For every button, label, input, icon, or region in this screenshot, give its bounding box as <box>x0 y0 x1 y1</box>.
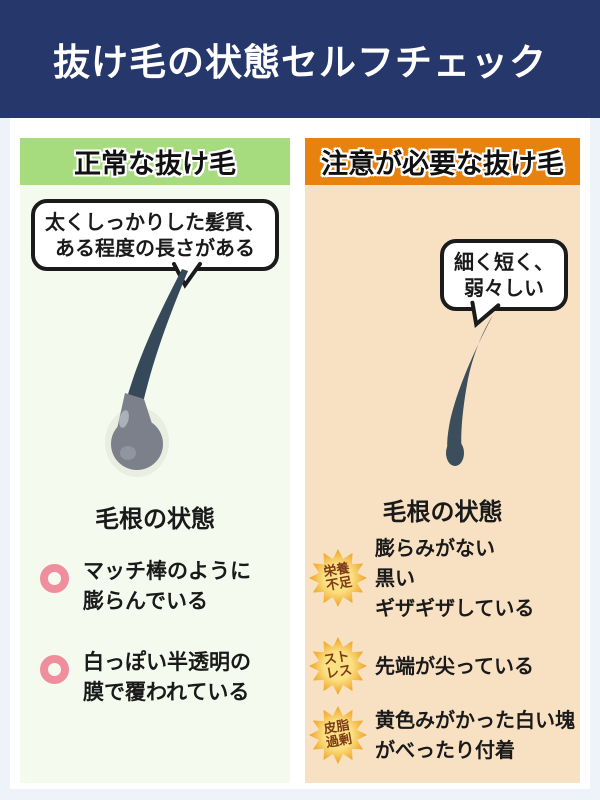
check-text-line: マッチ棒のように <box>83 559 251 583</box>
check-text-line: 膜で覆われている <box>83 680 250 705</box>
content-card: 正常な抜け毛 太くしっかりした髪質、 ある程度の長さがある <box>10 118 590 789</box>
bubble-line: 太くしっかりした髪質、 <box>45 210 265 234</box>
root-state-heading: 毛根の状態 <box>95 505 215 533</box>
speech-bubble-tail-icon <box>470 300 501 329</box>
warning-panel-header: 注意が必要な抜け毛 <box>305 138 580 185</box>
warning-text-line: 膨らみがない <box>375 536 495 560</box>
normal-hair-panel: 正常な抜け毛 太くしっかりした髪質、 ある程度の長さがある <box>20 138 290 783</box>
cause-badge-stress: スト レス <box>309 637 367 695</box>
speech-bubble-tail-icon <box>172 262 202 289</box>
cause-badge-sebum: 皮脂 過剰 <box>309 706 367 764</box>
normal-check-item: 白っぽい半透明の 膜で覆われている <box>40 647 290 708</box>
bubble-line: 細く短く、 <box>454 250 554 274</box>
check-ring-icon <box>40 654 69 684</box>
warning-text-line: 先端が尖っている <box>375 654 534 678</box>
warning-item: 皮脂 過剰 黄色みがかった白い塊 がべったり付着 <box>309 705 580 765</box>
check-text-line: 白っぽい半透明の <box>83 649 251 674</box>
bubble-line: 弱々しい <box>464 276 544 300</box>
badge-label: 不足 <box>325 574 354 595</box>
warning-item: スト レス 先端が尖っている <box>309 637 580 695</box>
title-banner: 抜け毛の状態セルフチェック <box>0 0 600 118</box>
check-text-line: 膨らんでいる <box>83 589 208 614</box>
normal-panel-header: 正常な抜け毛 <box>20 138 290 185</box>
normal-hair-illustration <box>105 269 188 477</box>
warning-item: 栄養 不足 膨らみがない 黒い ギザギザしている <box>309 533 580 623</box>
weak-hair-illustration <box>446 315 493 466</box>
bubble-line: ある程度の長さがある <box>55 236 255 260</box>
badge-label: 過剰 <box>325 731 354 752</box>
normal-speech-bubble: 太くしっかりした髪質、 ある程度の長さがある <box>31 199 279 271</box>
warning-text-line: ギザギザしている <box>375 596 535 620</box>
normal-check-item: マッチ棒のように 膨らんでいる <box>40 556 290 617</box>
cause-badge-nutrition: 栄養 不足 <box>309 549 367 607</box>
check-ring-icon <box>40 564 69 593</box>
page-title: 抜け毛の状態セルフチェック <box>53 41 547 84</box>
root-state-heading: 毛根の状態 <box>382 498 503 526</box>
warning-text-line: 黄色みがかった白い塊 <box>375 708 575 732</box>
warning-text-line: 黒い <box>375 566 415 590</box>
warning-hair-panel: 注意が必要な抜け毛 細く短く、 弱々しい 毛根の状態 <box>305 138 580 783</box>
badge-label: レス <box>325 662 354 683</box>
warning-speech-bubble: 細く短く、 弱々しい <box>440 239 568 311</box>
warning-text-line: がべったり付着 <box>375 738 515 762</box>
